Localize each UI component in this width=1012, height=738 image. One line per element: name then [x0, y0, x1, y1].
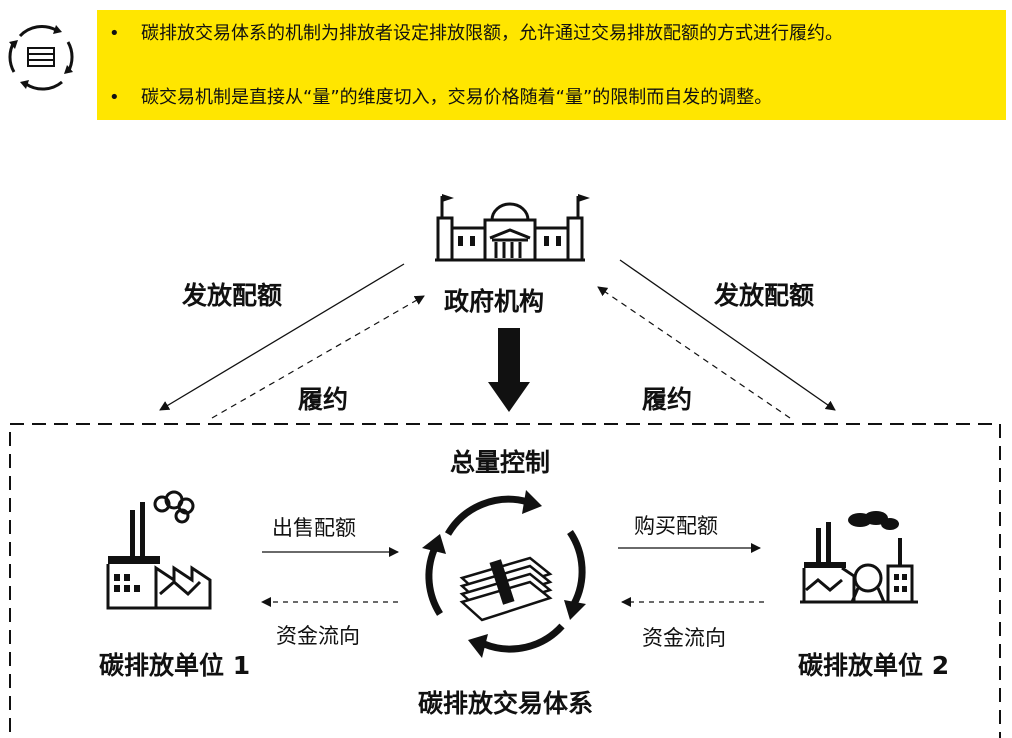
sell-quota-label: 出售配额	[272, 516, 356, 540]
carbon-unit-1-label: 碳排放单位 1	[99, 651, 251, 680]
government-label: 政府机构	[444, 287, 545, 316]
issue-left-arrow	[159, 263, 405, 411]
comply-right-label: 履约	[642, 385, 693, 414]
carbon-unit-2-label: 碳排放单位 2	[798, 651, 950, 680]
factory-icon	[106, 490, 212, 610]
exchange-cycle-icon	[8, 25, 74, 91]
comply-left-arrow	[211, 295, 425, 419]
bullet-marker: •	[109, 87, 120, 108]
total-control-down-arrow	[488, 328, 530, 412]
fund-flow-left-label: 资金流向	[276, 624, 360, 648]
fund-flow-right-label: 资金流向	[642, 626, 726, 650]
bullet-marker: •	[109, 23, 120, 44]
government-building-icon	[435, 194, 590, 262]
issue-quota-left-label: 发放配额	[182, 281, 283, 310]
summary-note: • 碳排放交易体系的机制为排放者设定排放限额，允许通过交易排放配额的方式进行履约…	[97, 10, 1006, 120]
issue-quota-right-label: 发放配额	[714, 281, 815, 310]
summary-bullet-1: 碳排放交易体系的机制为排放者设定排放限额，允许通过交易排放配额的方式进行履约。	[141, 23, 843, 44]
trading-system-label: 碳排放交易体系	[418, 689, 594, 718]
industrial-plant-icon	[800, 511, 918, 604]
comply-right-arrow	[597, 286, 791, 419]
market-boundary	[9, 423, 1001, 738]
issue-right-arrow	[619, 259, 836, 411]
total-control-label: 总量控制	[450, 448, 551, 477]
carbon-trading-cycle-icon	[422, 490, 586, 658]
comply-left-label: 履约	[298, 385, 349, 414]
buy-quota-label: 购买配额	[634, 514, 718, 538]
summary-bullet-2: 碳交易机制是直接从“量”的维度切入，交易价格随着“量”的限制而自发的调整。	[141, 87, 773, 108]
